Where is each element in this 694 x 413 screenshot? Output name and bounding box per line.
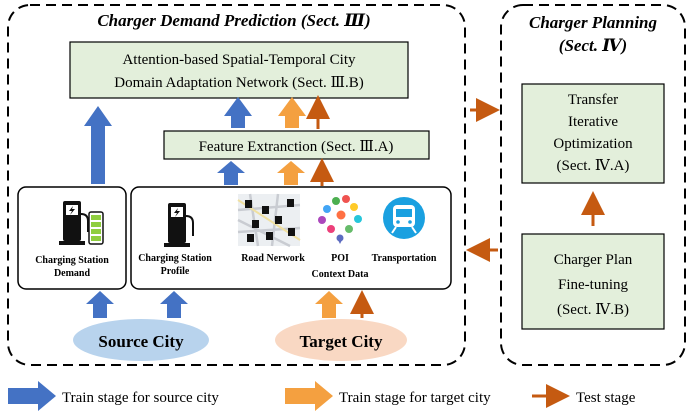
fine-tuning-line1: Charger Plan	[554, 252, 633, 268]
demand-label-line1: Charging Station	[35, 255, 109, 266]
demand-label-line2: Demand	[54, 268, 91, 279]
astcda-line1: Attention-based Spatial-Temporal City	[122, 52, 356, 68]
fine-tuning-line2: Fine-tuning	[558, 277, 628, 293]
poi-label: POI	[331, 253, 349, 264]
context-data-label: Context Data	[312, 269, 369, 280]
context-data-box	[130, 186, 452, 290]
transfer-iterative-optimization-box	[521, 83, 665, 184]
legend-target-label: Train stage for target city	[339, 390, 491, 406]
road-network-map-icon	[237, 193, 301, 248]
astcda-line2: Domain Adaptation Network (Sect. Ⅲ.B)	[114, 75, 363, 91]
right-panel-title-line2: (Sect. Ⅳ)	[559, 36, 627, 55]
target-city-label: Target City	[300, 332, 383, 351]
tio-line4: (Sect. Ⅳ.A)	[557, 158, 630, 174]
charging-station-profile-icon	[164, 203, 194, 247]
source-city-ellipse	[73, 319, 209, 361]
tio-line3: Optimization	[553, 136, 633, 152]
charging-station-demand-icon	[59, 201, 104, 245]
legend-test-label: Test stage	[576, 390, 636, 406]
charging-station-demand-box	[17, 186, 127, 290]
astcda-box	[69, 41, 409, 99]
legend-source-label: Train stage for source city	[62, 390, 219, 406]
left-panel-title: Charger Demand Prediction (Sect. Ⅲ)	[97, 11, 370, 30]
right-panel-title-line1: Charger Planning	[529, 13, 658, 32]
profile-label-line2: Profile	[161, 266, 190, 277]
target-city-ellipse	[275, 319, 407, 361]
arrow-orange-context-to-feature	[277, 161, 305, 185]
feature-extraction-label: Feature Extranction (Sect. Ⅲ.A)	[199, 139, 394, 155]
arrow-blue-source-to-profile	[160, 291, 188, 318]
road-network-label: Road Nerwork	[241, 253, 305, 264]
legend-orange-arrow-icon	[285, 381, 333, 411]
arrow-blue-demand-to-astcda	[84, 106, 112, 184]
profile-label-line1: Charging Station	[138, 253, 212, 264]
transportation-label: Transportation	[372, 253, 437, 264]
tio-line1: Transfer	[568, 92, 618, 108]
arrow-orange-feature-to-astcda	[278, 97, 306, 128]
source-city-label: Source City	[98, 332, 184, 351]
train-icon	[383, 197, 425, 239]
tio-line2: Iterative	[568, 114, 618, 130]
arrow-orange-target-to-context	[315, 291, 343, 318]
poi-pins-icon	[318, 195, 362, 244]
right-panel-frame	[500, 4, 686, 366]
charger-plan-fine-tuning-box	[521, 233, 665, 330]
fine-tuning-line3: (Sect. Ⅳ.B)	[557, 302, 629, 318]
legend: Train stage for source city Train stage …	[8, 381, 636, 411]
legend-blue-arrow-icon	[8, 381, 56, 411]
arrow-blue-context-to-feature	[217, 161, 245, 185]
arrow-blue-feature-to-astcda	[224, 97, 252, 128]
arrow-blue-source-to-demand	[86, 291, 114, 318]
feature-extraction-box	[163, 130, 430, 160]
